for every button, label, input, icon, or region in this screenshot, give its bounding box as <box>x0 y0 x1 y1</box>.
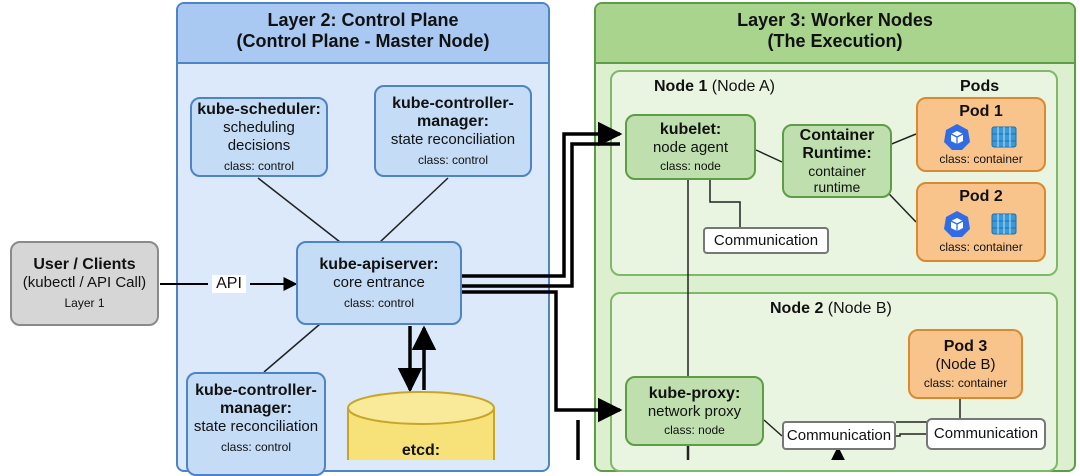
pod2-title: Pod 2 <box>959 188 1003 205</box>
node2-sub: (Node B) <box>827 300 892 317</box>
pods-label: Pods <box>960 78 1000 95</box>
kubelet-desc: node agent <box>652 138 729 156</box>
pod1-class: class: container <box>939 152 1023 166</box>
client-title: User / Clients <box>33 256 136 273</box>
kubelet-box: kubelet: node agent class: node <box>625 114 756 180</box>
runtime-title: Container Runtime: <box>799 127 875 162</box>
layer3-title: Layer 3: Worker Nodes <box>737 10 933 30</box>
layer3-header: Layer 3: Worker Nodes (The Execution) <box>596 4 1074 64</box>
runtime-desc: container runtime <box>808 163 866 195</box>
comm1-label: Communication <box>713 231 819 249</box>
communication-box-node2-right: Communication <box>926 418 1046 450</box>
client-desc: (kubectl / API Call) <box>22 274 147 291</box>
pod3-box: Pod 3 (Node B) class: container <box>908 329 1023 399</box>
kube-scheduler-box: kube-scheduler: scheduling decisions cla… <box>190 97 328 177</box>
pod3-class: class: container <box>923 375 1008 390</box>
scheduler-desc: scheduling decisions <box>223 118 295 154</box>
pod1-title: Pod 1 <box>959 103 1003 120</box>
container-runtime-box: Container Runtime: container runtime <box>782 124 892 198</box>
controller-top-class: class: control <box>417 152 489 167</box>
layer2-title: Layer 2: Control Plane <box>267 10 459 30</box>
comm2-label: Communication <box>786 426 892 444</box>
pod1-icons <box>943 123 1019 151</box>
node2-name: Node 2 <box>770 300 824 317</box>
etcd-cylinder <box>347 391 495 460</box>
kube-proxy-box: kube-proxy: network proxy class: node <box>625 376 764 446</box>
pod2-icons <box>943 210 1019 238</box>
pod2-class: class: container <box>939 240 1023 254</box>
apiserver-desc: core entrance <box>333 273 425 291</box>
kube-controller-manager-bottom-box: kube-controller-manager: state reconcili… <box>186 372 326 476</box>
kubernetes-pod-icon <box>944 211 970 237</box>
node1-name: Node 1 <box>654 78 708 95</box>
apiserver-class: class: control <box>343 295 415 310</box>
layer3-subtitle: (The Execution) <box>767 31 903 51</box>
communication-box-node2-left: Communication <box>782 421 896 450</box>
node2-label: Node 2 (Node B) <box>770 300 892 318</box>
container-stack-icon <box>991 126 1017 148</box>
kube-apiserver-box: kube-apiserver: core entrance class: con… <box>296 241 462 325</box>
user-clients-box: User / Clients (kubectl / API Call) Laye… <box>10 241 159 326</box>
pod1-box: Pod 1 class: container <box>916 97 1046 172</box>
layer2-header: Layer 2: Control Plane (Control Plane - … <box>178 4 548 64</box>
client-layer: Layer 1 <box>64 296 105 310</box>
controller-top-title: kube-controller-manager: <box>392 94 514 130</box>
kubeproxy-desc: network proxy <box>647 402 742 420</box>
kubernetes-pod-icon <box>944 124 970 150</box>
scheduler-class: class: control <box>223 158 295 173</box>
controller-top-desc: state reconciliation <box>390 130 516 148</box>
container-stack-icon <box>991 213 1017 235</box>
communication-box-node1: Communication <box>703 227 829 254</box>
layer2-subtitle: (Control Plane - Master Node) <box>236 31 490 51</box>
kubeproxy-class: class: node <box>664 422 725 437</box>
controller-bottom-class: class: control <box>220 440 292 454</box>
controller-bottom-desc: state reconciliation <box>193 418 319 435</box>
comm3-label: Communication <box>933 425 1039 442</box>
controller-bottom-title: kube-controller-manager: <box>195 382 317 417</box>
etcd-title: etcd: <box>401 442 441 459</box>
pod3-title: Pod 3 <box>943 337 988 355</box>
node1-sub: (Node A) <box>711 78 775 95</box>
api-label: API <box>212 275 246 293</box>
node1-label: Node 1 (Node A) <box>654 78 775 96</box>
kubelet-title: kubelet: <box>659 120 722 138</box>
apiserver-title: kube-apiserver: <box>319 255 439 273</box>
connector-lines <box>160 121 961 460</box>
pod3-sub: (Node B) <box>935 355 996 373</box>
scheduler-title: kube-scheduler: <box>197 100 321 118</box>
kube-controller-manager-top-box: kube-controller-manager: state reconcili… <box>374 85 532 177</box>
kubelet-class: class: node <box>660 158 721 173</box>
kubeproxy-title: kube-proxy: <box>648 384 741 402</box>
pod2-box: Pod 2 class: container <box>916 182 1046 262</box>
